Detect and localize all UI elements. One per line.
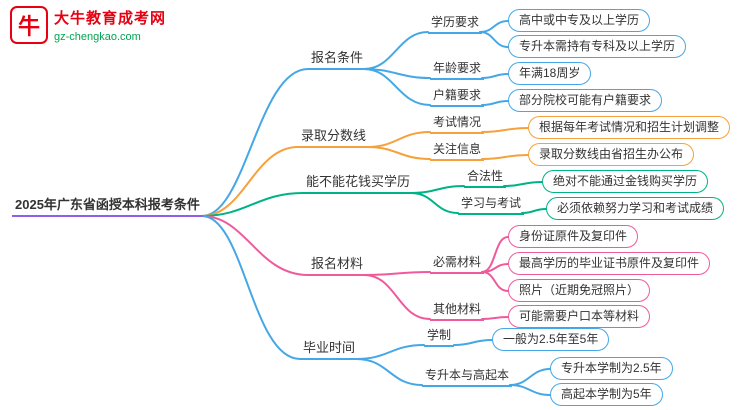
- subtopic-required-materials: 必需材料: [430, 254, 485, 274]
- subtopic-study-exam: 学习与考试: [458, 195, 525, 215]
- subtopic-legality: 合法性: [464, 168, 507, 188]
- bull-logo-icon: 牛: [10, 6, 48, 44]
- subtopic-label: 学制: [424, 328, 455, 347]
- subtopic-label: 户籍要求: [430, 88, 485, 107]
- leaf-node: 必须依赖努力学习和考试成绩: [546, 197, 725, 220]
- leaf-node: 年满18周岁: [508, 62, 592, 85]
- leaf-node: 高中或中专及以上学历: [508, 9, 651, 32]
- leaf-node: 照片（近期免冠照片）: [508, 279, 651, 302]
- branch-label: 录取分数线: [298, 128, 370, 148]
- branch-buy-diploma: 能不能花钱买学历: [303, 174, 414, 194]
- site-logo: 牛 大牛教育成考网 gz-chengkao.com: [10, 6, 166, 44]
- subtopic-follow-info: 关注信息: [430, 141, 485, 161]
- logo-text-block: 大牛教育成考网 gz-chengkao.com: [54, 7, 166, 43]
- leaf-node: 一般为2.5年至5年: [492, 328, 610, 351]
- leaf-node: 最高学历的毕业证书原件及复印件: [508, 252, 711, 275]
- root-node-label: 2025年广东省函授本科报考条件: [12, 197, 203, 217]
- subtopic-other-materials: 其他材料: [430, 301, 485, 321]
- subtopic-label: 考试情况: [430, 115, 485, 134]
- subtopic-label: 必需材料: [430, 255, 485, 274]
- site-name: 大牛教育成考网: [54, 10, 167, 27]
- leaf-node: 部分院校可能有户籍要求: [508, 89, 663, 112]
- leaf-node: 录取分数线由省招生办公布: [528, 143, 695, 166]
- site-url: gz-chengkao.com: [54, 31, 141, 43]
- leaf-node: 绝对不能通过金钱购买学历: [542, 170, 709, 193]
- subtopic-zsb-gqb: 专升本与高起本: [422, 367, 513, 387]
- subtopic-label: 学习与考试: [458, 196, 525, 215]
- leaf-node: 根据每年考试情况和招生计划调整: [528, 116, 731, 139]
- subtopic-label: 年龄要求: [430, 61, 485, 80]
- branch-signup-conditions: 报名条件: [308, 50, 367, 70]
- subtopic-label: 合法性: [464, 169, 507, 188]
- subtopic-label: 其他材料: [430, 302, 485, 321]
- branch-label: 毕业时间: [300, 340, 359, 360]
- subtopic-label: 学历要求: [428, 15, 483, 34]
- subtopic-exam-situation: 考试情况: [430, 114, 485, 134]
- leaf-node: 专升本需持有专科及以上学历: [508, 35, 687, 58]
- subtopic-household-requirement: 户籍要求: [430, 87, 485, 107]
- subtopic-label: 关注信息: [430, 142, 485, 161]
- subtopic-schooling-length: 学制: [424, 327, 455, 347]
- branch-label: 能不能花钱买学历: [303, 174, 414, 194]
- subtopic-education-requirement: 学历要求: [428, 14, 483, 34]
- root-node: 2025年广东省函授本科报考条件: [12, 197, 203, 217]
- leaf-node: 身份证原件及复印件: [508, 225, 639, 248]
- branch-admission-score: 录取分数线: [298, 128, 370, 148]
- branch-signup-materials: 报名材料: [308, 256, 367, 276]
- subtopic-age-requirement: 年龄要求: [430, 60, 485, 80]
- branch-label: 报名条件: [308, 50, 367, 70]
- branch-graduation-time: 毕业时间: [300, 340, 359, 360]
- branch-label: 报名材料: [308, 256, 367, 276]
- subtopic-label: 专升本与高起本: [422, 368, 513, 387]
- leaf-node: 可能需要户口本等材料: [508, 305, 651, 328]
- leaf-node: 专升本学制为2.5年: [550, 357, 673, 380]
- bull-logo-glyph: 牛: [17, 14, 40, 39]
- leaf-node: 高起本学制为5年: [550, 383, 663, 406]
